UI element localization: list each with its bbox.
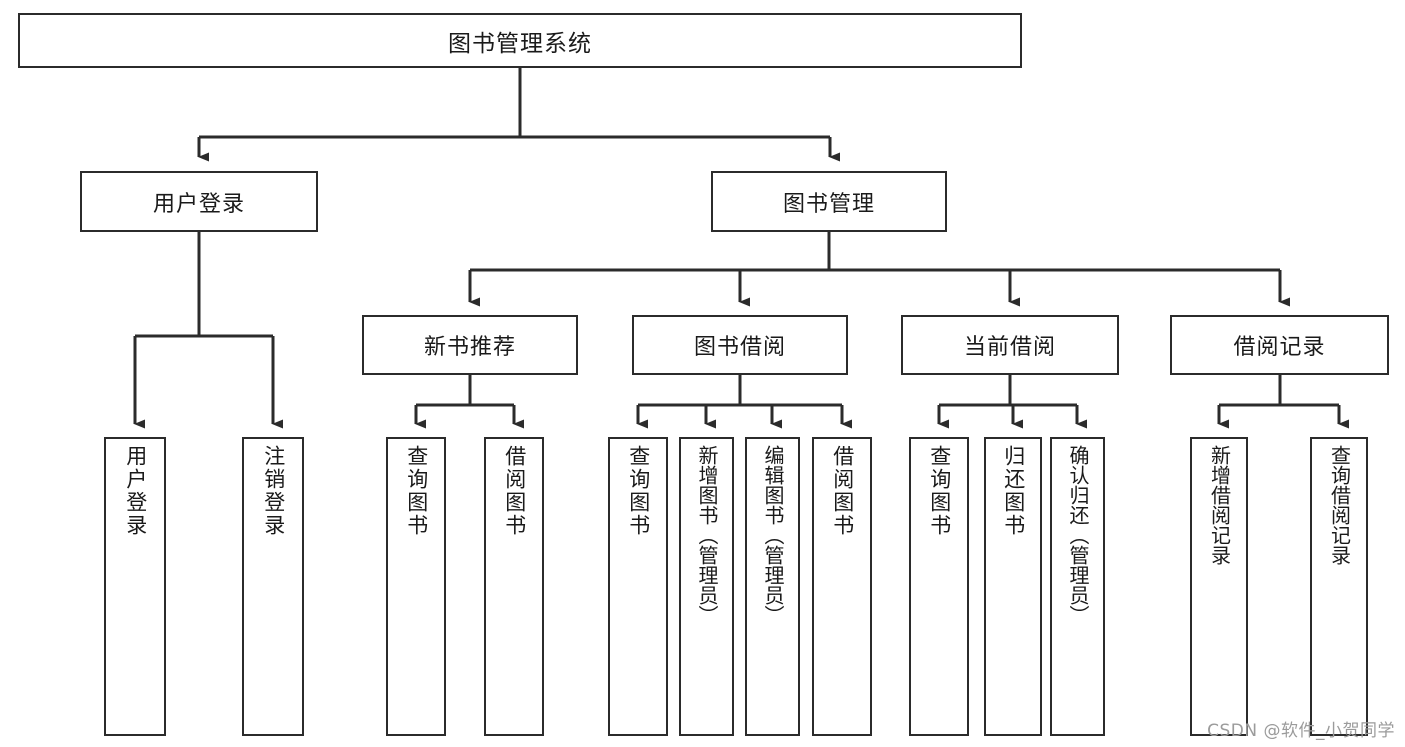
node-label: 借阅图书: [830, 445, 855, 537]
node-borrow-record[interactable]: 借阅记录: [1170, 315, 1389, 375]
node-leaf-query-book-borrow[interactable]: 查询图书: [608, 437, 668, 736]
node-label: 查询图书: [404, 445, 429, 537]
node-leaf-query-book-recommend[interactable]: 查询图书: [386, 437, 446, 736]
node-book-manage[interactable]: 图书管理: [711, 171, 947, 232]
node-label: 新增借阅记录: [1207, 445, 1232, 565]
node-leaf-return-book[interactable]: 归还图书: [984, 437, 1042, 736]
node-label: 编辑图书（管理员）: [761, 445, 785, 625]
node-label: 当前借阅: [963, 335, 1056, 360]
node-label: 借阅记录: [1233, 335, 1326, 360]
node-label: 用户登录: [152, 191, 245, 217]
node-label: 借阅图书: [502, 445, 527, 537]
node-new-book-recommend[interactable]: 新书推荐: [362, 315, 578, 375]
node-leaf-add-borrow-record[interactable]: 新增借阅记录: [1190, 437, 1248, 736]
node-leaf-user-login[interactable]: 用户登录: [104, 437, 166, 736]
node-root-system[interactable]: 图书管理系统: [18, 13, 1022, 68]
node-label: 注销登录: [261, 445, 286, 537]
node-label: 图书管理: [782, 191, 875, 217]
node-leaf-logout[interactable]: 注销登录: [242, 437, 304, 736]
node-leaf-query-book-current[interactable]: 查询图书: [909, 437, 969, 736]
node-label: 新增图书（管理员）: [695, 445, 719, 625]
node-label: 查询借阅记录: [1327, 445, 1352, 565]
node-label: 查询图书: [927, 445, 952, 537]
node-leaf-borrow-book[interactable]: 借阅图书: [812, 437, 872, 736]
node-book-borrow[interactable]: 图书借阅: [632, 315, 848, 375]
node-leaf-borrow-book-recommend[interactable]: 借阅图书: [484, 437, 544, 736]
node-current-borrow[interactable]: 当前借阅: [901, 315, 1119, 375]
node-leaf-query-borrow-record[interactable]: 查询借阅记录: [1310, 437, 1368, 736]
node-label: 新书推荐: [423, 335, 516, 360]
node-leaf-edit-book-admin[interactable]: 编辑图书（管理员）: [745, 437, 800, 736]
node-label: 图书管理系统: [448, 30, 592, 57]
csdn-watermark: CSDN @软件_小贺同学: [1207, 721, 1395, 741]
node-label: 归还图书: [1001, 445, 1026, 537]
node-leaf-confirm-return-admin[interactable]: 确认归还（管理员）: [1050, 437, 1105, 736]
node-leaf-add-book-admin[interactable]: 新增图书（管理员）: [679, 437, 734, 736]
node-label: 用户登录: [123, 445, 148, 537]
node-label: 确认归还（管理员）: [1066, 445, 1090, 625]
node-user-login[interactable]: 用户登录: [80, 171, 318, 232]
node-label: 图书借阅: [693, 335, 786, 360]
node-label: 查询图书: [626, 445, 651, 537]
